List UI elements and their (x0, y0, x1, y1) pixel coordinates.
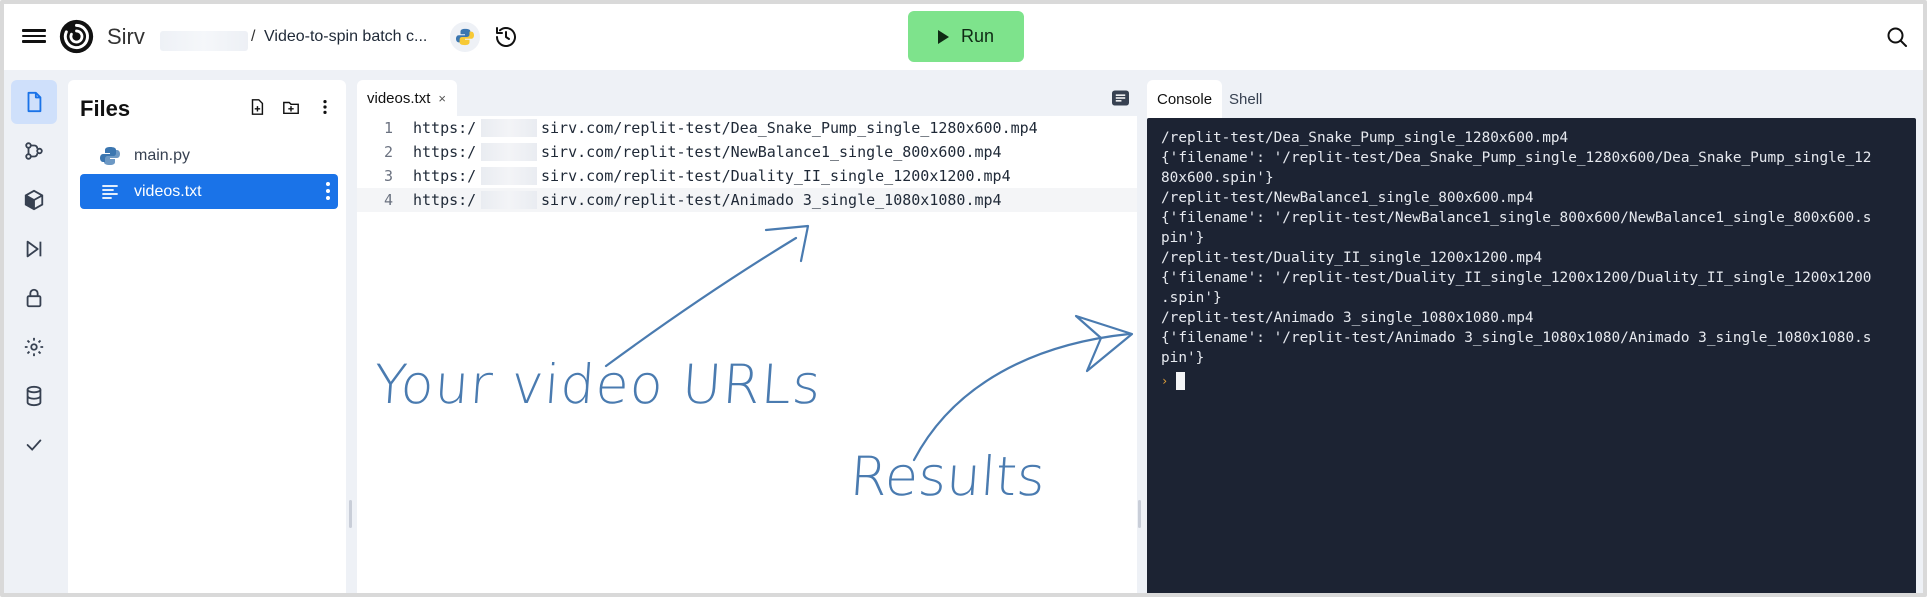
file-icon (27, 91, 42, 113)
line-number: 1 (383, 119, 393, 137)
console-line: {'filename': '/replit-test/NewBalance1_s… (1161, 210, 1872, 226)
resize-handle[interactable] (349, 500, 352, 528)
console-tab-bar: Console Shell (1147, 80, 1923, 118)
run-button[interactable]: Run (908, 11, 1024, 62)
editor-menu-icon[interactable] (1112, 90, 1129, 106)
more-options-icon[interactable] (316, 98, 334, 116)
tab-videos-txt[interactable]: videos.txt × (357, 80, 457, 116)
tool-rail (11, 80, 57, 593)
console-line: {'filename': '/replit-test/Dea_Snake_Pum… (1161, 150, 1872, 166)
new-file-icon[interactable] (248, 98, 266, 116)
search-icon[interactable] (1885, 25, 1909, 49)
breadcrumb-separator: / (251, 28, 256, 45)
file-item-main-py[interactable]: main.py (80, 138, 338, 173)
console-output[interactable]: /replit-test/Dea_Snake_Pump_single_1280x… (1147, 118, 1916, 593)
line-url-prefix: https:/ (413, 143, 477, 161)
console-line: /replit-test/Dea_Snake_Pump_single_1280x… (1161, 130, 1569, 146)
code-line: 1 https:/ sirv.com/replit-test/Dea_Snake… (357, 116, 1137, 140)
code-line: 3 https:/ sirv.com/replit-test/Duality_I… (357, 164, 1137, 188)
line-url: sirv.com/replit-test/Duality_II_single_1… (541, 167, 1011, 185)
top-bar: Sirv / Video-to-spin batch c... Run (4, 4, 1923, 70)
settings-tool-button[interactable] (11, 325, 57, 369)
redacted-domain (481, 119, 537, 137)
run-button-label: Run (960, 26, 995, 46)
logo-icon (59, 19, 94, 54)
console-line: {'filename': '/replit-test/Duality_II_si… (1161, 270, 1872, 286)
git-tool-button[interactable] (11, 129, 57, 173)
packages-tool-button[interactable] (11, 178, 57, 222)
console-line: pin'} (1161, 230, 1205, 246)
new-folder-icon[interactable] (282, 98, 300, 116)
app-name: Sirv (107, 24, 145, 49)
redacted-domain (481, 167, 537, 185)
editor-panel: videos.txt × 1 https:/ sirv.com/replit-t… (357, 80, 1137, 593)
lock-icon (26, 288, 42, 308)
file-item-videos-txt[interactable]: videos.txt (80, 174, 338, 209)
tab-shell[interactable]: Shell (1229, 90, 1263, 108)
redacted-domain (481, 191, 537, 209)
line-number: 4 (383, 191, 393, 209)
python-icon (100, 146, 120, 165)
menu-icon[interactable] (22, 26, 46, 48)
python-language-badge[interactable] (450, 22, 480, 52)
files-panel: Files main.py videos.txt (68, 80, 346, 593)
line-number: 3 (383, 167, 393, 185)
line-url: sirv.com/replit-test/Dea_Snake_Pump_sing… (541, 119, 1038, 137)
tests-tool-button[interactable] (11, 423, 57, 467)
console-line: {'filename': '/replit-test/Animado 3_sin… (1161, 330, 1872, 346)
console-line: .spin'} (1161, 290, 1222, 306)
console-line: /replit-test/NewBalance1_single_800x600.… (1161, 190, 1534, 206)
line-url-prefix: https:/ (413, 119, 477, 137)
close-icon[interactable]: × (438, 90, 446, 106)
gear-icon (24, 337, 44, 357)
debugger-tool-button[interactable] (11, 227, 57, 271)
step-forward-icon (26, 240, 42, 258)
line-url-prefix: https:/ (413, 167, 477, 185)
tab-label: videos.txt (367, 89, 431, 107)
tab-console[interactable]: Console (1147, 80, 1223, 118)
annotation-results: Results (847, 445, 1048, 508)
database-icon (26, 385, 42, 407)
secrets-tool-button[interactable] (11, 276, 57, 320)
text-cursor (1176, 372, 1186, 390)
code-editor[interactable]: 1 https:/ sirv.com/replit-test/Dea_Snake… (357, 116, 1137, 212)
line-url: sirv.com/replit-test/Animado 3_single_10… (541, 191, 1002, 209)
code-line-current: 4 https:/ sirv.com/replit-test/Animado 3… (357, 188, 1137, 212)
redacted-domain (481, 143, 537, 161)
console-line: pin'} (1161, 350, 1205, 366)
console-line: 80x600.spin'} (1161, 170, 1274, 186)
play-icon (937, 29, 949, 44)
text-file-icon (102, 184, 118, 199)
editor-tab-bar: videos.txt × (357, 80, 1137, 116)
history-icon[interactable] (494, 25, 518, 49)
package-cube-icon (24, 189, 44, 211)
console-line: /replit-test/Duality_II_single_1200x1200… (1161, 250, 1543, 266)
code-line: 2 https:/ sirv.com/replit-test/NewBalanc… (357, 140, 1137, 164)
line-url-prefix: https:/ (413, 191, 477, 209)
console-prompt[interactable]: › (1161, 370, 1902, 392)
file-options-icon[interactable] (326, 182, 330, 200)
project-title[interactable]: Video-to-spin batch c... (264, 28, 428, 45)
python-icon (456, 28, 474, 46)
files-actions (248, 98, 334, 116)
file-name: videos.txt (134, 182, 202, 200)
annotation-video-urls: Your video URLs (371, 353, 824, 416)
console-line: /replit-test/Animado 3_single_1080x1080.… (1161, 310, 1534, 326)
files-tool-button[interactable] (11, 80, 57, 124)
resize-handle[interactable] (1138, 500, 1141, 528)
database-tool-button[interactable] (11, 374, 57, 418)
line-url: sirv.com/replit-test/NewBalance1_single_… (541, 143, 1002, 161)
checkmark-icon (26, 439, 42, 451)
redacted-username (160, 31, 248, 51)
files-title: Files (80, 96, 131, 121)
git-branch-icon (25, 142, 43, 160)
prompt-arrow-icon: › (1161, 374, 1169, 388)
line-number: 2 (383, 143, 393, 161)
file-name: main.py (134, 146, 191, 164)
